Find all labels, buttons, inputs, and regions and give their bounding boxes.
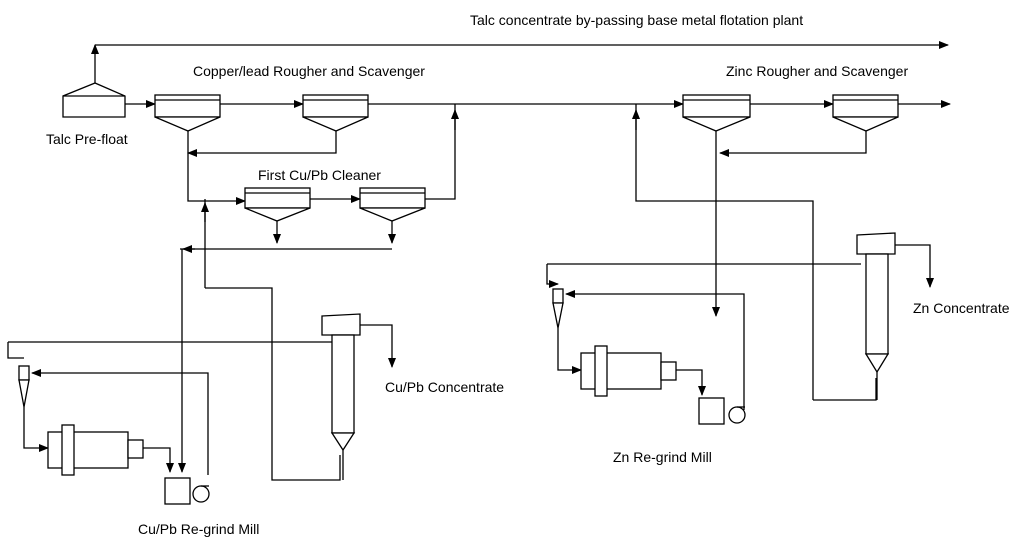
- cu-pb-rougher-label: Copper/lead Rougher and Scavenger: [193, 63, 425, 79]
- zn-tails-recycle: [632, 104, 877, 401]
- zn-pump: [728, 406, 746, 424]
- first-cleaner-cell-1: [244, 187, 311, 222]
- cu-pb-rougher-cell-1: [154, 94, 221, 132]
- cu-pb-scavenger-recycle: [187, 131, 337, 157]
- zn-regrind-mill: [580, 345, 677, 397]
- zn-sump: [698, 397, 725, 425]
- bypass-label: Talc concentrate by-passing base metal f…: [470, 12, 803, 28]
- cu-pb-scavenger-cell-2: [302, 94, 369, 132]
- cu-pb-concentrate-label: Cu/Pb Concentrate: [385, 379, 504, 395]
- zn-mill-label: Zn Re-grind Mill: [613, 449, 712, 465]
- talc-prefloat-label: Talc Pre-float: [46, 131, 128, 147]
- cu-pb-mill-label: Cu/Pb Re-grind Mill: [138, 521, 259, 537]
- zn-rougher-cell-1: [682, 94, 751, 132]
- talc-prefloat-cell: [62, 82, 126, 118]
- cu-pb-sump: [164, 477, 191, 505]
- cu-pb-rougher-to-cleaner: [187, 131, 246, 205]
- first-cleaner-label: First Cu/Pb Cleaner: [258, 167, 381, 183]
- cu-pb-regrind-mill: [47, 424, 144, 476]
- cu-pb-column-cell: [321, 313, 396, 480]
- zn-column-cell: [856, 232, 934, 400]
- zinc-rougher-label: Zinc Rougher and Scavenger: [726, 63, 908, 79]
- cu-pb-cyclone: [18, 365, 30, 408]
- cu-pb-regrind-lines: [7, 249, 336, 475]
- first-cleaner-flows: [180, 104, 459, 481]
- zn-cyclone: [552, 288, 564, 329]
- zn-scavenger-cell-2: [832, 94, 899, 132]
- zn-concentrate-label: Zn Concentrate: [913, 300, 1010, 316]
- cu-pb-pump: [192, 485, 210, 503]
- zn-regrind-lines: [546, 263, 861, 410]
- first-cleaner-cell-2: [359, 187, 426, 222]
- zn-scavenger-recycle: [719, 131, 867, 157]
- bypass-line: [91, 41, 949, 83]
